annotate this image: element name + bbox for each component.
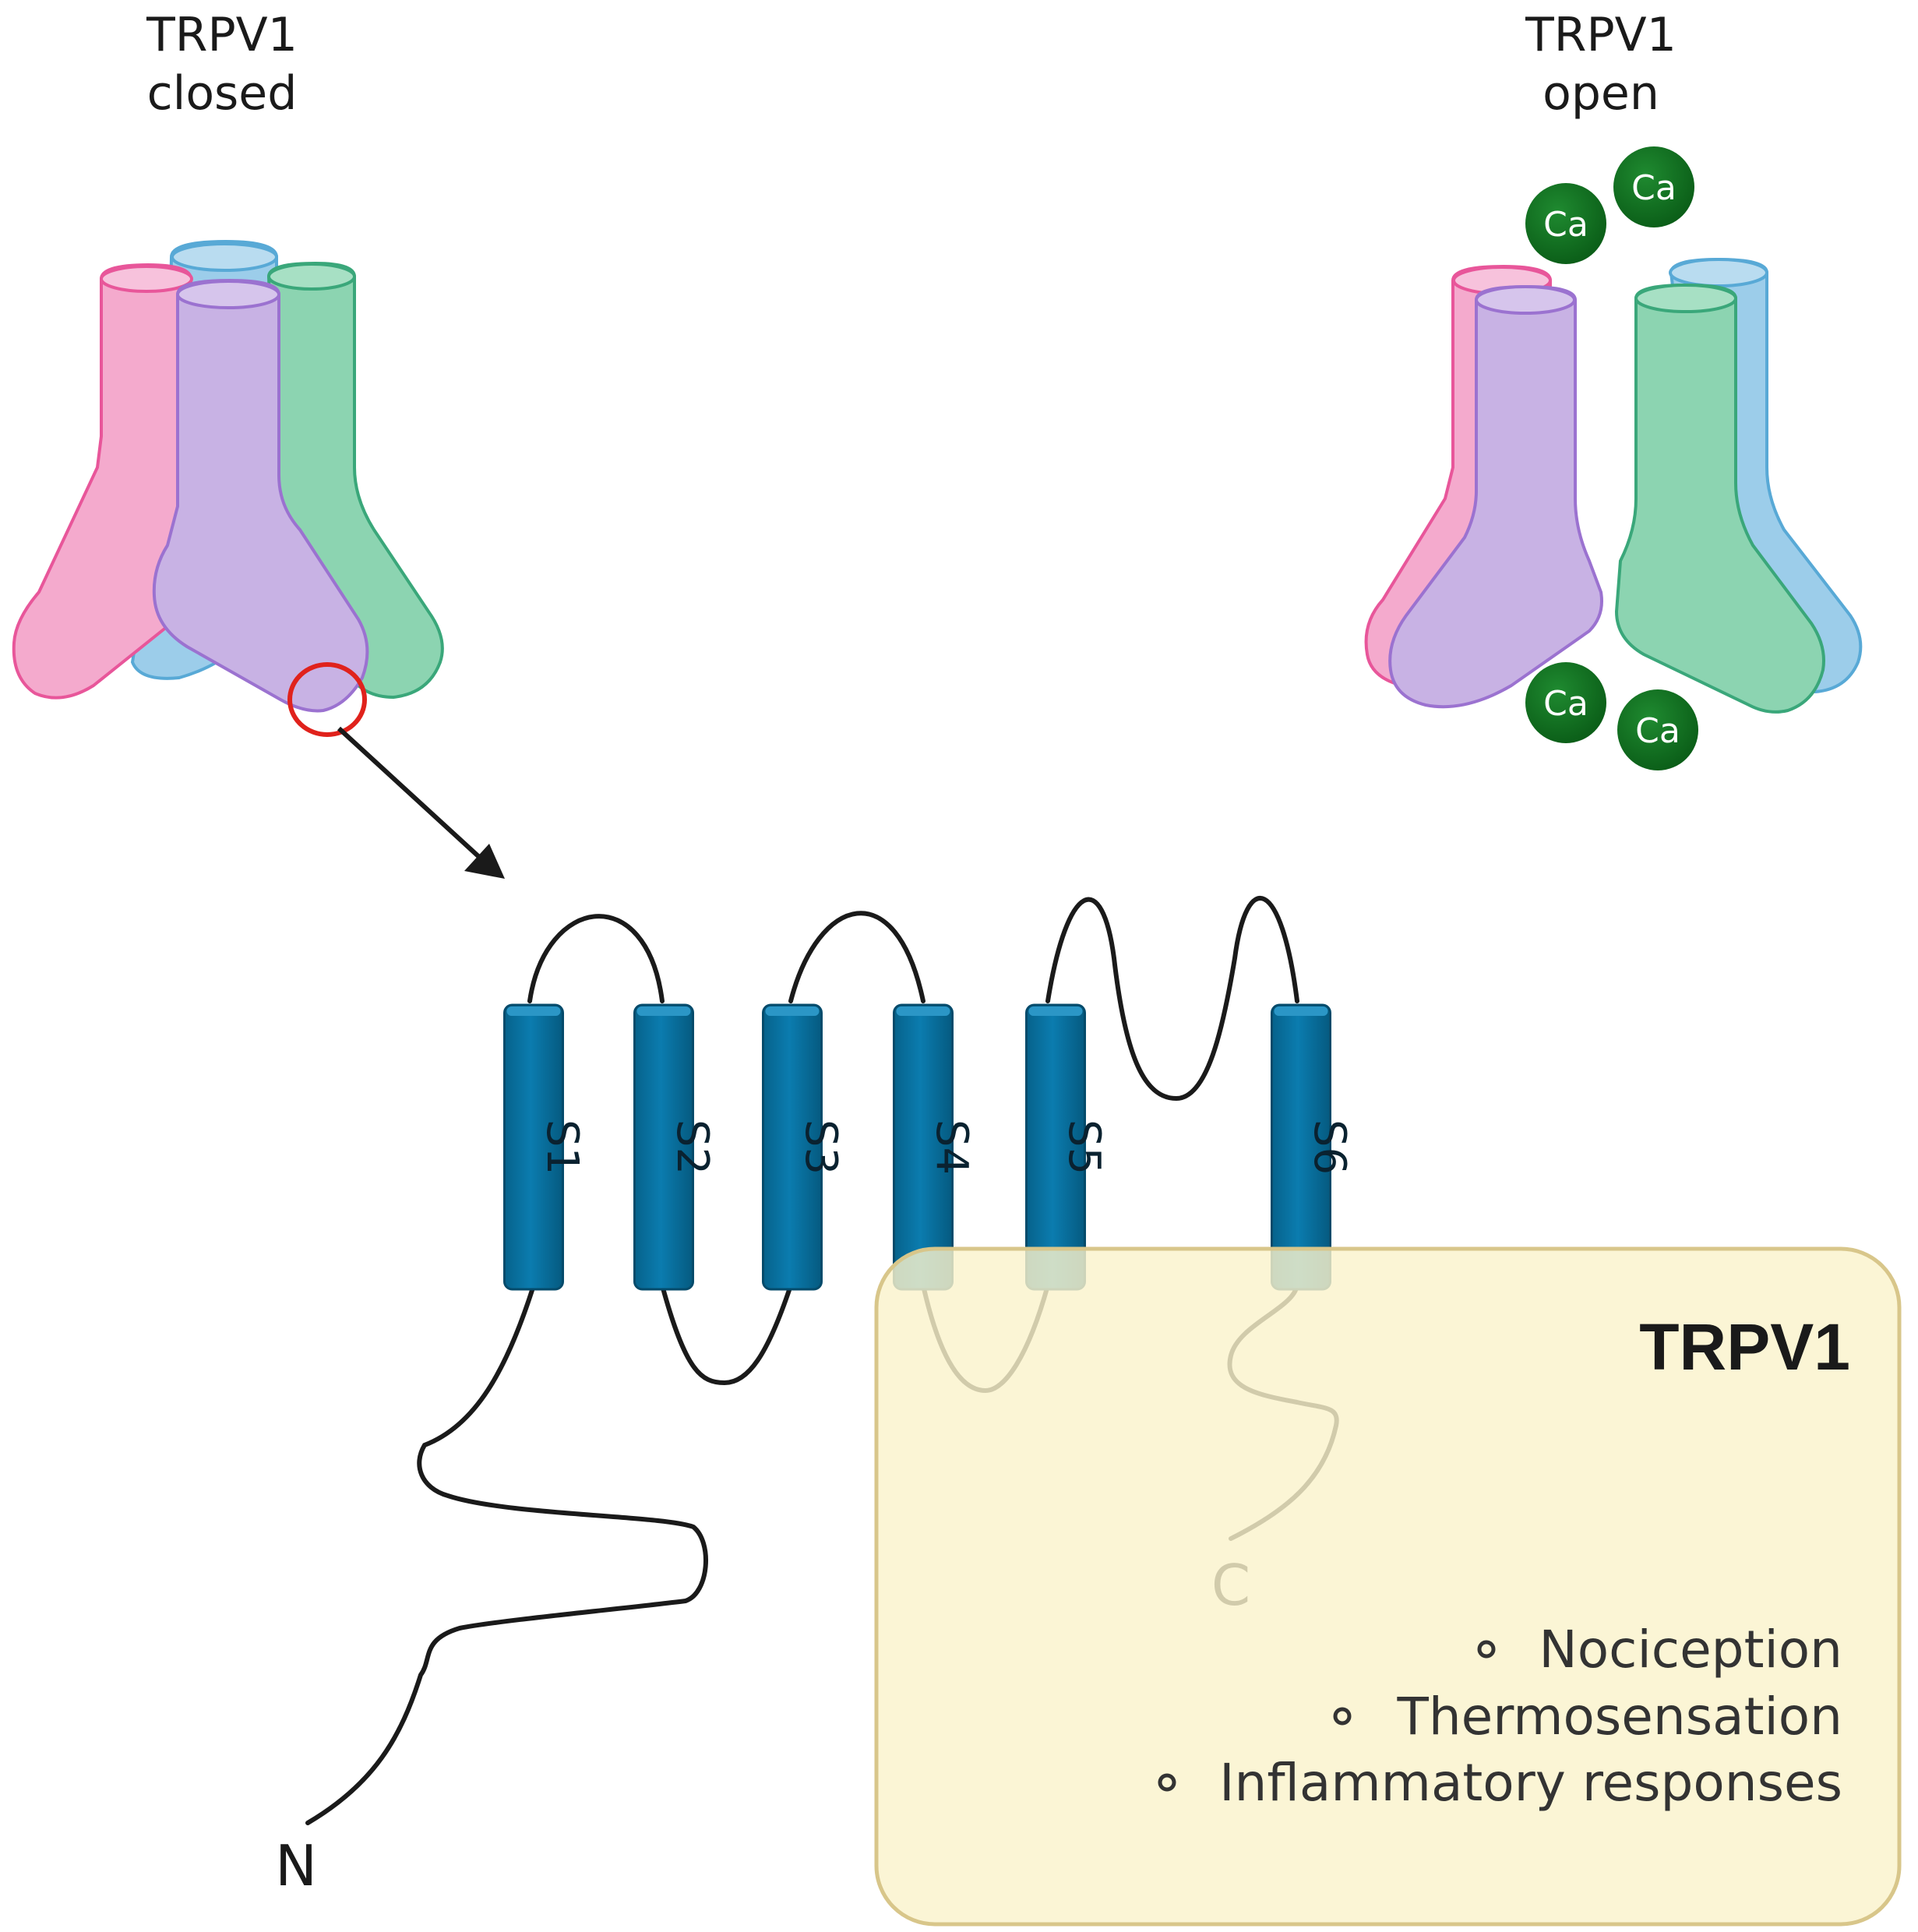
helix-s6: S6: [1271, 1003, 1355, 1291]
helix-label: S1: [537, 1119, 587, 1175]
bullet-icon: [1333, 1707, 1352, 1726]
calcium-ion: Ca: [1525, 183, 1606, 264]
helix-label: S4: [926, 1119, 977, 1175]
svg-text:Thermosensation: Thermosensation: [1397, 1687, 1842, 1747]
bullet-icon: [1477, 1640, 1496, 1659]
n-terminal-tail: [305, 1283, 708, 1825]
calcium-ion: Ca: [1613, 146, 1694, 227]
closed-title-line1: TRPV1: [146, 8, 298, 62]
helix-s2: S2: [633, 1003, 717, 1291]
calcium-ion: Ca: [1525, 662, 1606, 743]
svg-text:Nociception: Nociception: [1539, 1620, 1842, 1680]
highlight-circle: [287, 662, 367, 737]
open-subunit-purple: [1388, 284, 1603, 709]
helix-label: S5: [1059, 1119, 1109, 1175]
function-item: Thermosensation: [1333, 1687, 1842, 1747]
helix-label: S6: [1304, 1119, 1355, 1175]
closed-channel: TRPV1 closed: [12, 8, 444, 737]
svg-text:Ca: Ca: [1543, 205, 1588, 245]
zoom-arrow: [337, 726, 505, 879]
open-title-line2: open: [1543, 66, 1659, 121]
loop-s1-s2-extracellular: [527, 914, 665, 1003]
closed-subunit-purple: [152, 278, 369, 713]
loop-s3-s4-extracellular: [788, 911, 926, 1003]
helix-s3: S3: [762, 1003, 846, 1291]
svg-text:Ca: Ca: [1543, 684, 1588, 724]
function-item: Inflammatory responses: [1158, 1753, 1842, 1813]
svg-text:Ca: Ca: [1631, 168, 1676, 208]
helix-s4: S4: [893, 1003, 977, 1291]
svg-text:Ca: Ca: [1635, 711, 1680, 751]
open-title-line1: TRPV1: [1525, 8, 1676, 62]
helix-label: S2: [667, 1119, 717, 1175]
function-list: Nociception Thermosensation Inflammatory…: [1158, 1620, 1842, 1813]
info-box: TRPV1 Nociception Thermosensation Inflam…: [874, 1246, 1902, 1927]
bullet-icon: [1158, 1773, 1176, 1792]
svg-text:Inflammatory responses: Inflammatory responses: [1219, 1753, 1842, 1813]
open-channel: TRPV1 open Ca Ca C: [1364, 8, 1863, 770]
function-item: Nociception: [1477, 1620, 1842, 1680]
closed-subunit-pink: [12, 263, 193, 700]
closed-title-line2: closed: [147, 66, 298, 121]
info-box-title: TRPV1: [1639, 1310, 1850, 1384]
transmembrane-helices: S1 S2 S3 S4 S5 S6: [503, 1003, 1355, 1291]
calcium-ion: Ca: [1617, 689, 1698, 770]
helix-s5: S5: [1025, 1003, 1109, 1291]
pore-loop-s5-s6: [1045, 896, 1299, 1102]
loop-s2-s3-intracellular: [660, 1283, 793, 1386]
helix-label: S3: [795, 1119, 846, 1175]
open-subunit-green: [1614, 283, 1825, 714]
n-terminus-label: N: [275, 1833, 317, 1899]
helix-s1: S1: [503, 1003, 587, 1291]
